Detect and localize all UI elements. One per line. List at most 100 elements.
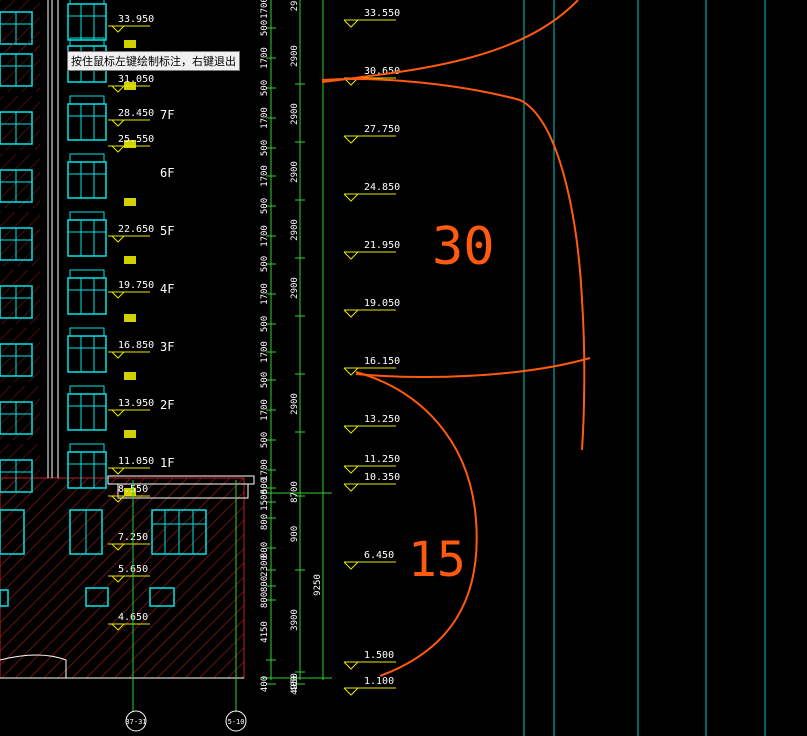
dim-value-col1: 800 xyxy=(260,592,270,608)
floor-label: 4F xyxy=(160,282,174,296)
command-tooltip: 按住鼠标左键绘制标注，右键退出 xyxy=(67,51,240,71)
dim-value-col1: 500 xyxy=(260,478,270,494)
level-tag xyxy=(124,40,136,48)
window xyxy=(85,587,109,607)
left-level-tick xyxy=(111,575,125,583)
window xyxy=(0,509,25,555)
window xyxy=(0,589,9,607)
dim-value-col1: 500 xyxy=(260,372,270,388)
window-top xyxy=(69,95,105,105)
dim-value-top: 29 xyxy=(290,1,300,12)
facade-hatch xyxy=(0,444,40,498)
level-tag xyxy=(124,140,136,148)
left-level-tick xyxy=(111,291,125,299)
right-level-value: 21.950 xyxy=(364,240,400,251)
dim-value-col1: 500 xyxy=(260,80,270,96)
facade-hatch xyxy=(0,154,40,208)
dim-value-col1: 800 xyxy=(260,576,270,592)
level-tag xyxy=(124,256,136,264)
dim-value-col1: 4150 xyxy=(260,621,270,643)
left-level-tick xyxy=(111,235,125,243)
annotation-stroke xyxy=(321,0,579,83)
left-level-value: 31.050 xyxy=(118,74,154,85)
annotation-number: 15 xyxy=(408,532,466,588)
window-top xyxy=(69,211,105,221)
floor-label: 7F xyxy=(160,108,174,122)
dim-value-col2: 2900 xyxy=(290,219,300,241)
axis-label: 37-31 xyxy=(125,718,146,726)
left-level-tick xyxy=(111,145,125,153)
dim-value-col2: 2900 xyxy=(290,161,300,183)
window xyxy=(67,161,107,199)
axis-bubble xyxy=(225,710,247,732)
left-level-tick xyxy=(111,351,125,359)
annotation-number: 30 xyxy=(432,217,495,277)
right-level-tick xyxy=(343,367,359,376)
facade-hatch xyxy=(0,96,40,150)
right-level-value: 30.650 xyxy=(364,66,400,77)
hand-annotations: 30 15 xyxy=(321,0,591,677)
right-level-value: 1.500 xyxy=(364,650,394,661)
left-level-tick xyxy=(111,25,125,33)
left-level-value: 28.450 xyxy=(118,108,154,119)
dim-value-col2: 8700 xyxy=(290,481,300,503)
window xyxy=(67,393,107,431)
left-level-tick xyxy=(111,467,125,475)
level-tag xyxy=(124,430,136,438)
level-tag xyxy=(124,314,136,322)
dim-value-col1: 800 xyxy=(260,542,270,558)
dim-value-col3: 9250 xyxy=(313,574,323,596)
dim-value-top: 1700 xyxy=(260,0,270,19)
floor-label: 3F xyxy=(160,340,174,354)
building-elevation: 7F6F5F4F3F2F1F33.95031.05028.45025.55022… xyxy=(0,0,255,679)
dim-value-col2: 400 xyxy=(290,676,300,692)
left-level-tick xyxy=(111,623,125,631)
dim-value-col1: 1500 xyxy=(260,489,270,511)
floor-label: 5F xyxy=(160,224,174,238)
right-level-tick xyxy=(343,251,359,260)
annotation-stroke xyxy=(355,357,591,378)
right-level-tick xyxy=(343,425,359,434)
left-level-tick xyxy=(111,119,125,127)
right-level-value: 11.250 xyxy=(364,454,400,465)
right-level-value: 10.350 xyxy=(364,472,400,483)
dim-value-col2: 2900 xyxy=(290,103,300,125)
dim-value-col1: 1700 xyxy=(260,283,270,305)
level-tag xyxy=(124,488,136,496)
annotation-bracket xyxy=(355,371,478,677)
dim-value-col1: 500 xyxy=(260,140,270,156)
ground-step xyxy=(0,654,67,678)
window xyxy=(67,103,107,141)
floor-label: 1F xyxy=(160,456,174,470)
right-level-tick xyxy=(343,77,359,86)
left-level-value: 22.650 xyxy=(118,224,154,235)
right-level-tick xyxy=(343,19,359,28)
facade-hatch xyxy=(0,270,40,324)
elevation-markers: 33.55030.65027.75024.85021.95019.05016.1… xyxy=(343,8,400,696)
dim-value-col2: 4950 xyxy=(290,673,300,695)
floor-label: 6F xyxy=(160,166,174,180)
window-top xyxy=(69,269,105,279)
facade-hatch xyxy=(0,386,40,440)
dim-value-col2: 2900 xyxy=(290,277,300,299)
right-level-value: 6.450 xyxy=(364,550,394,561)
level-tag xyxy=(124,372,136,380)
left-level-value: 11.050 xyxy=(118,456,154,467)
annotation-bracket xyxy=(321,78,586,451)
left-level-tick xyxy=(111,85,125,93)
dim-value-col1: 500 xyxy=(260,432,270,448)
window-top xyxy=(69,37,105,47)
facade-hatch xyxy=(0,328,40,382)
left-level-value: 16.850 xyxy=(118,340,154,351)
window-top xyxy=(69,153,105,163)
right-level-value: 16.150 xyxy=(364,356,400,367)
left-level-tick xyxy=(111,495,125,503)
right-level-tick xyxy=(343,135,359,144)
left-level-tick xyxy=(111,543,125,551)
dim-value-col1: 500 xyxy=(260,198,270,214)
right-level-value: 13.250 xyxy=(364,414,400,425)
window xyxy=(67,277,107,315)
dim-value-col1: 1700 xyxy=(260,399,270,421)
